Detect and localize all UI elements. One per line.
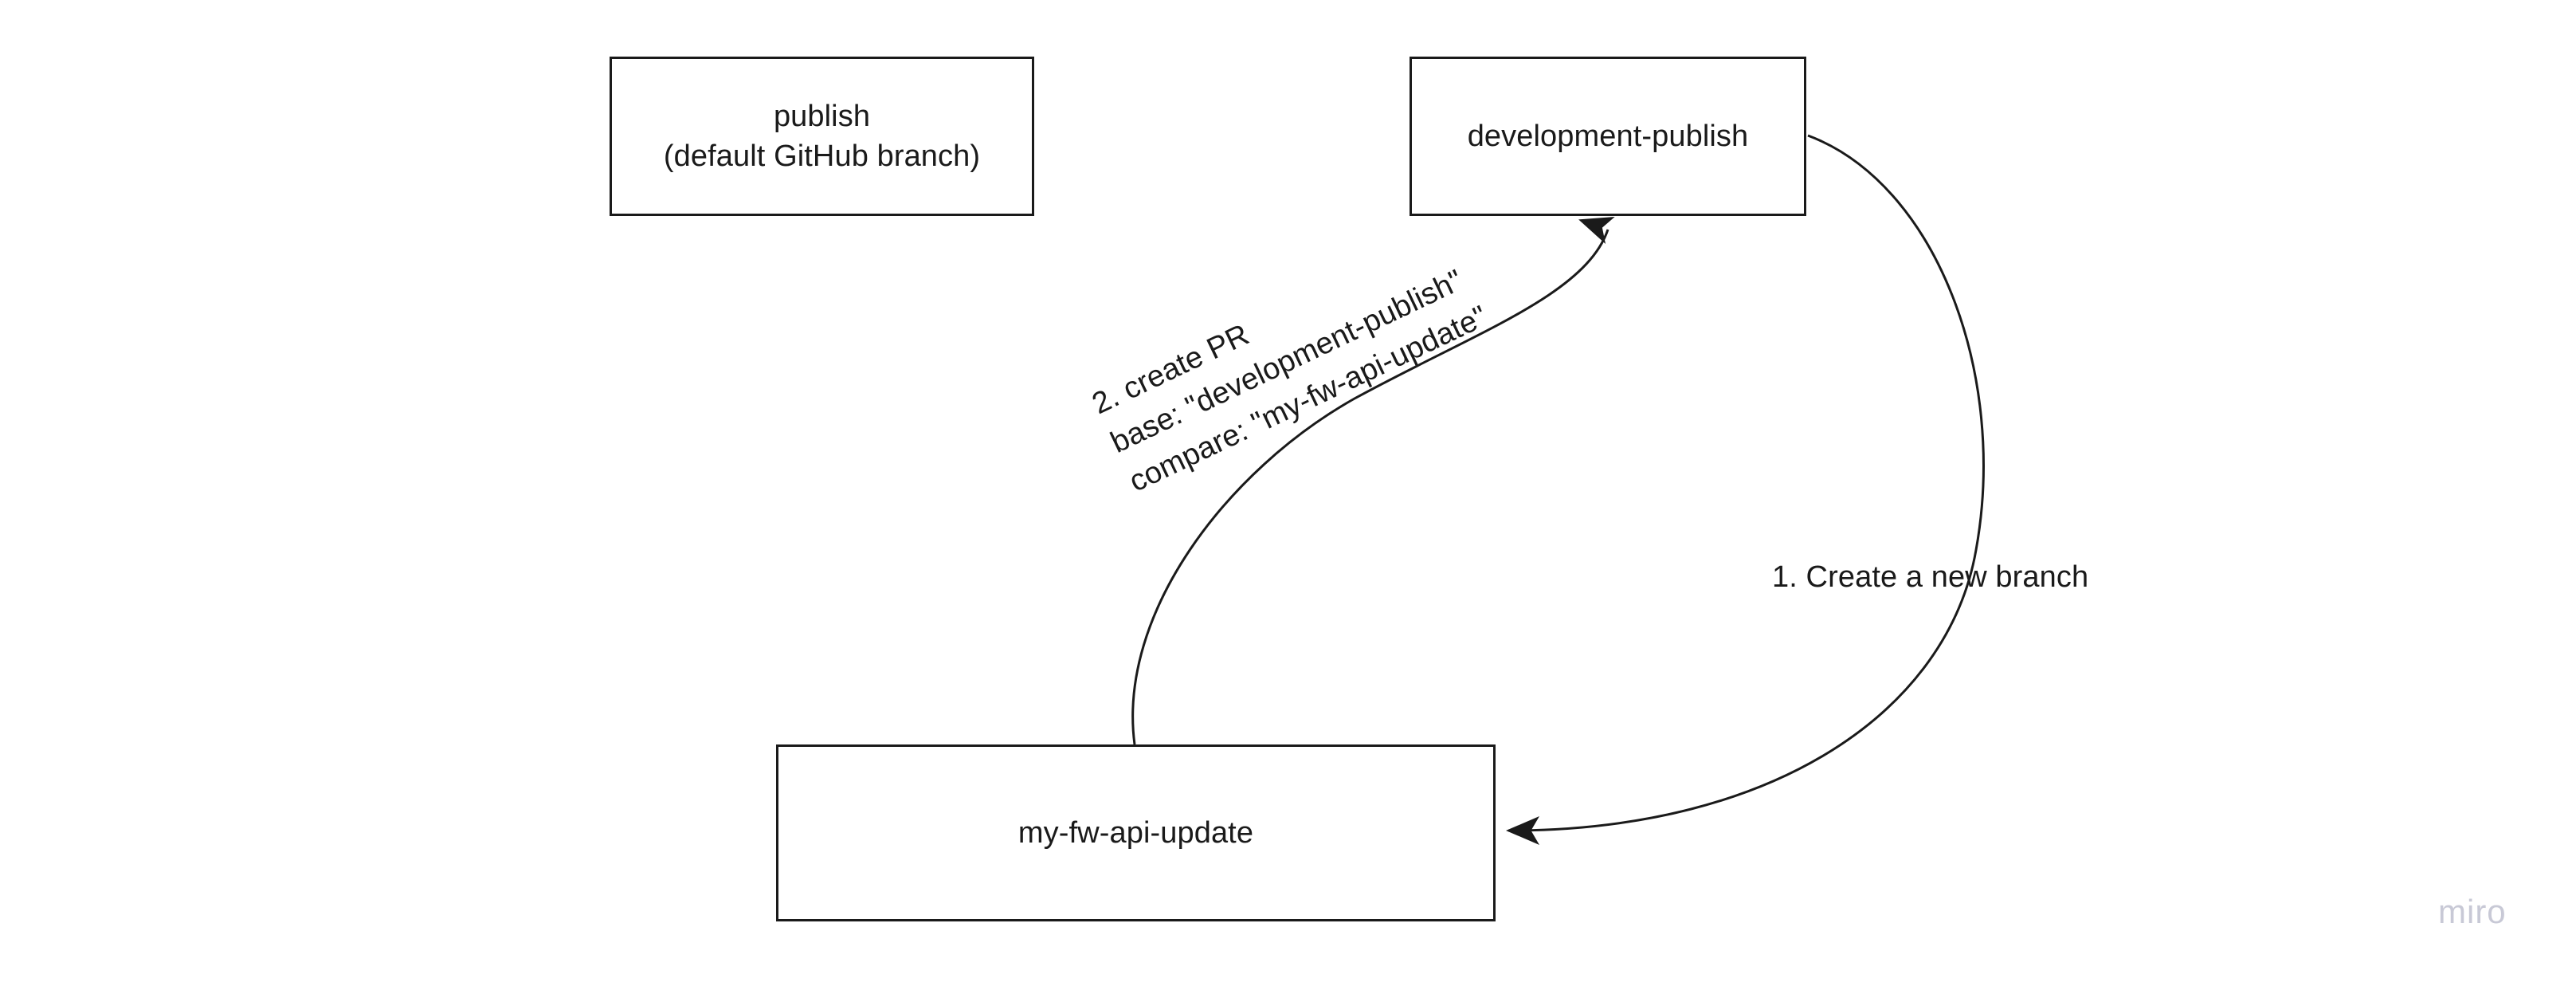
node-development-publish[interactable]: development-publish <box>1410 57 1806 216</box>
node-my-fw-api-update-label: my-fw-api-update <box>1017 815 1254 850</box>
node-publish[interactable]: publish (default GitHub branch) <box>610 57 1034 216</box>
node-my-fw-api-update[interactable]: my-fw-api-update <box>776 744 1496 921</box>
edge-label-create-pr[interactable]: 2. create PR base: "development-publish"… <box>1087 263 1493 499</box>
node-publish-label: publish (default GitHub branch) <box>663 99 981 173</box>
miro-watermark: miro <box>2438 893 2507 930</box>
edge-create-branch <box>1506 134 1985 845</box>
edge-label-create-branch[interactable]: 1. Create a new branch <box>1772 560 2089 594</box>
node-development-publish-label: development-publish <box>1467 119 1749 153</box>
